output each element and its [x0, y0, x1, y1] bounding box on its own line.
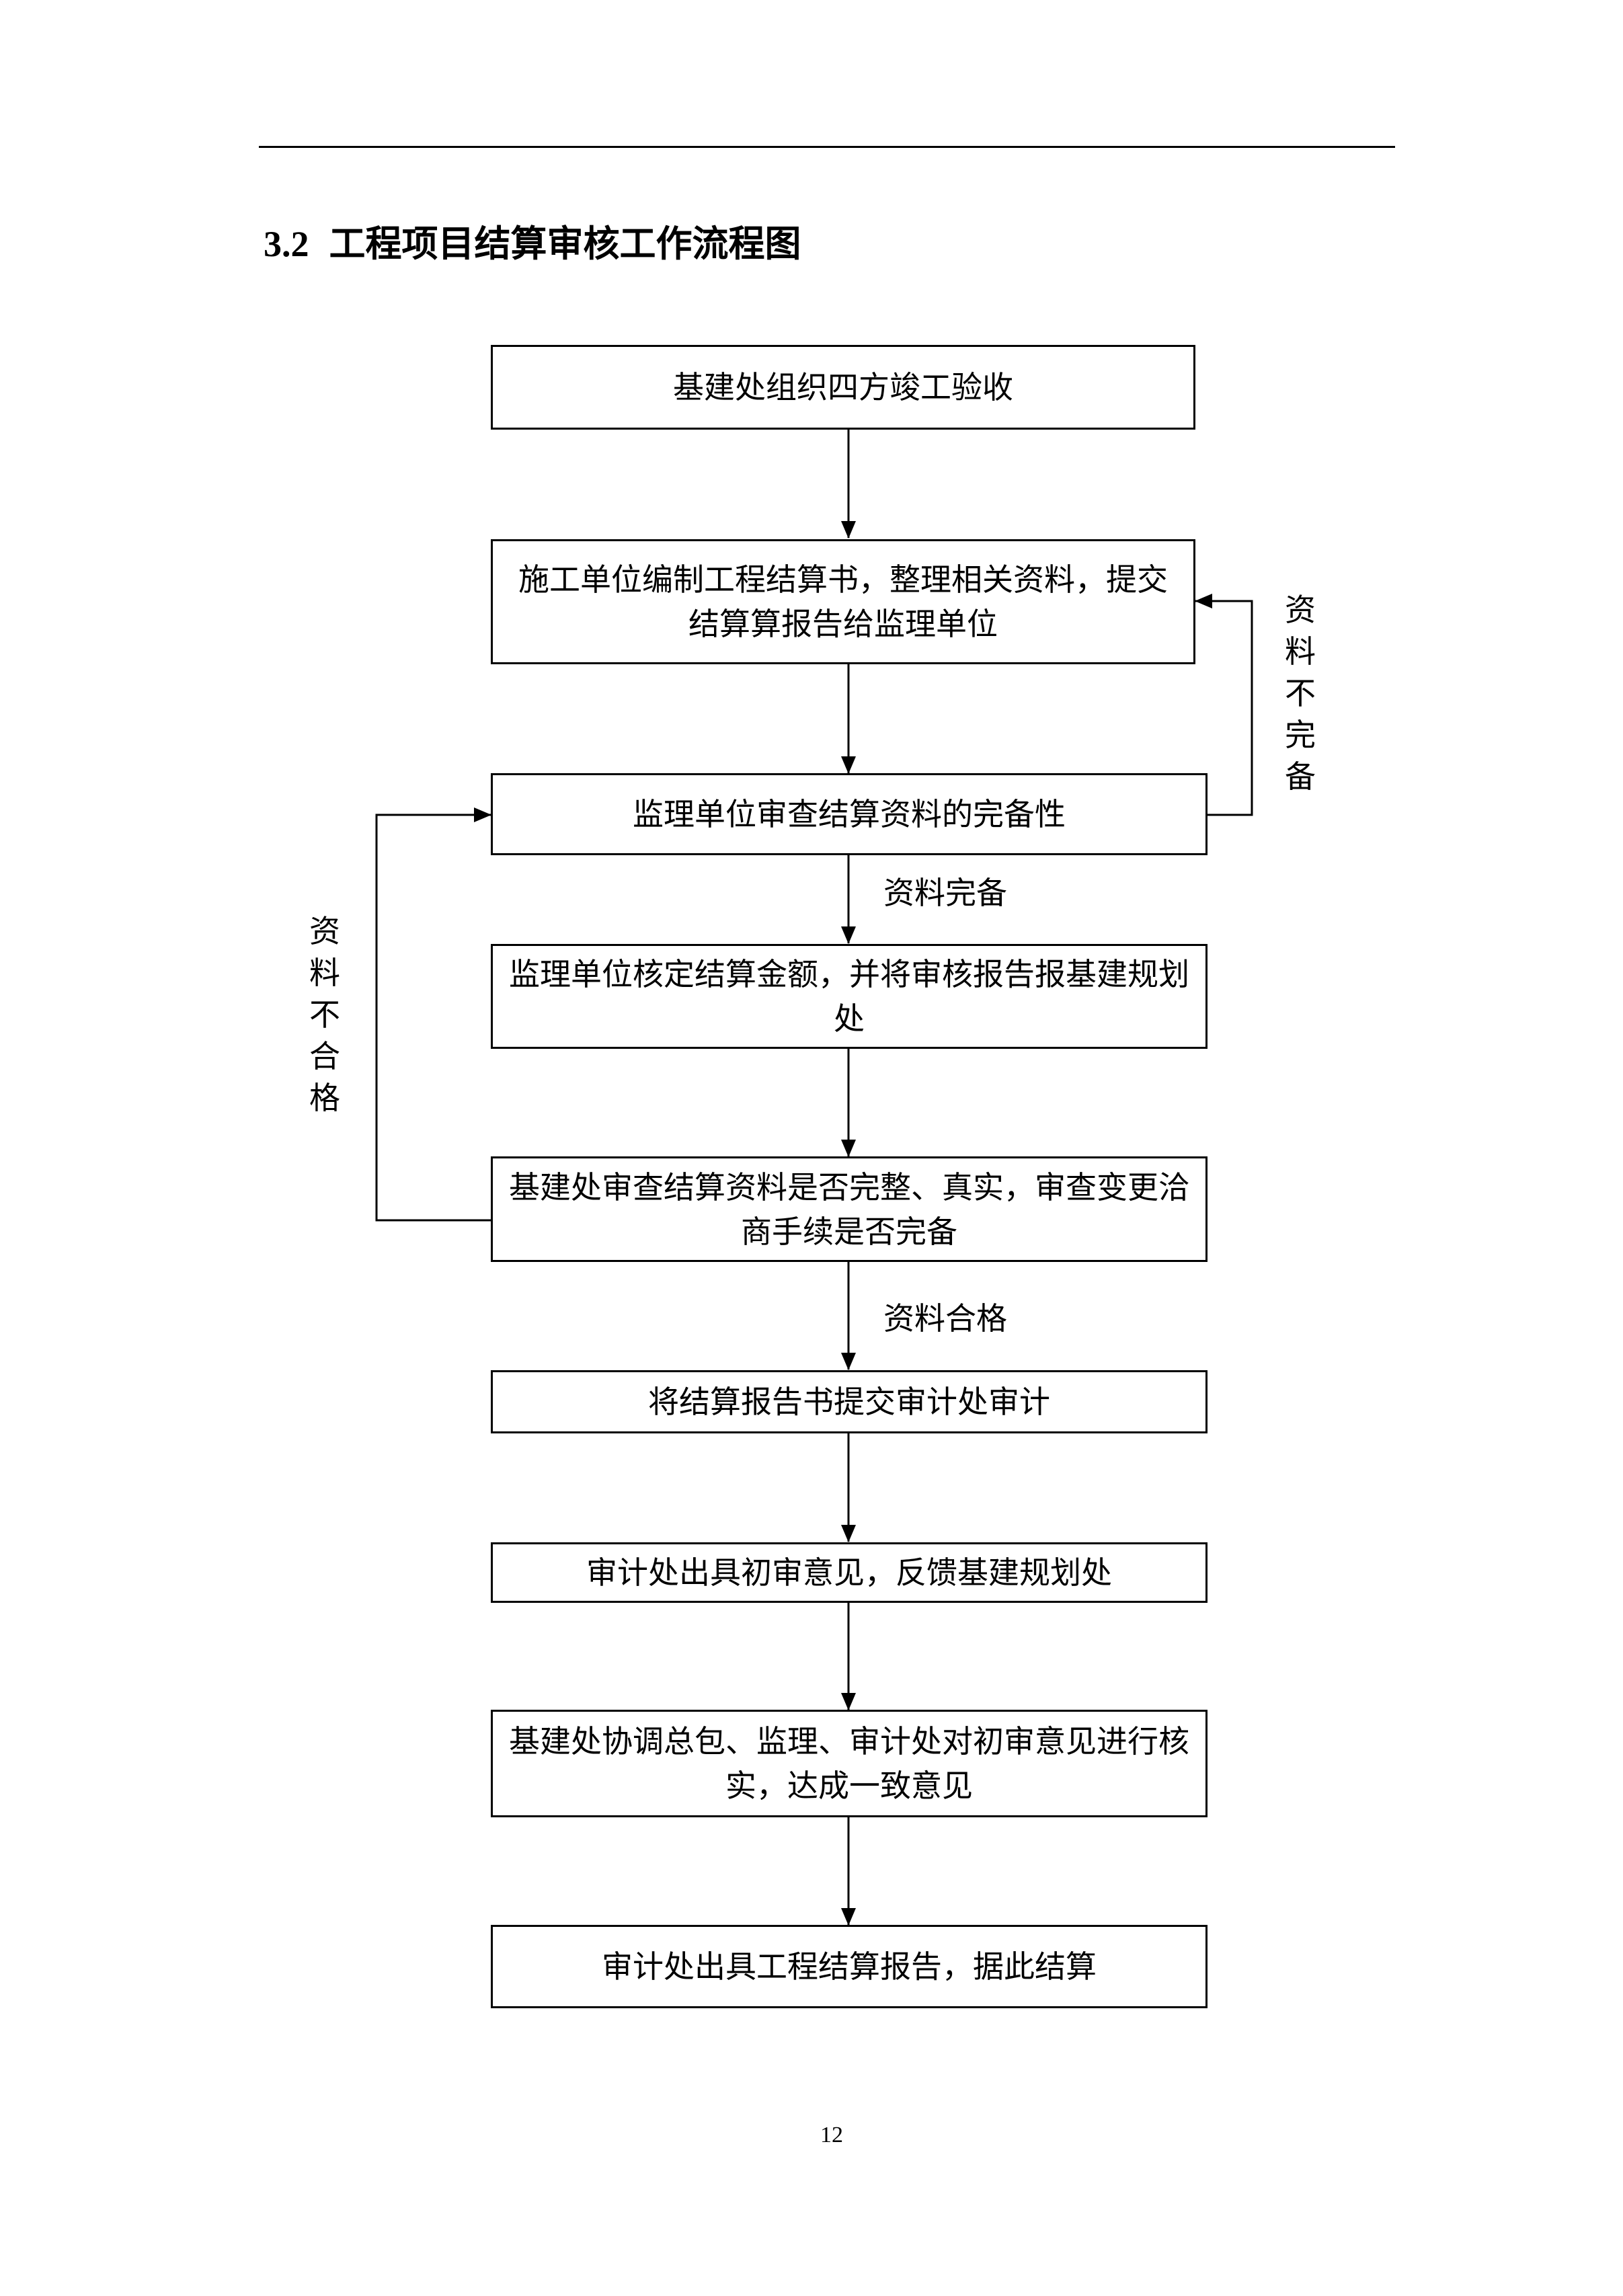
step-submit-audit: 将结算报告书提交审计处审计	[491, 1370, 1208, 1433]
page-number: 12	[820, 2123, 843, 2147]
section-heading: 3.2 工程项目结算审核工作流程图	[264, 214, 801, 267]
section-title: 工程项目结算审核工作流程图	[329, 223, 801, 265]
header-rule	[259, 146, 1395, 148]
step-review-documents: 基建处审查结算资料是否完整、真实，审查变更洽商手续是否完备	[491, 1156, 1208, 1262]
step-coordinate: 基建处协调总包、监理、审计处对初审意见进行核实，达成一致意见	[491, 1710, 1208, 1817]
step-verify-amount: 监理单位核定结算金额，并将审核报告报基建规划处	[491, 944, 1208, 1049]
step-acceptance: 基建处组织四方竣工验收	[491, 345, 1195, 430]
label-complete: 资料完备	[883, 875, 1007, 911]
label-unqualified: 资料不合格	[309, 913, 340, 1116]
step-preliminary-opinion: 审计处出具初审意见，反馈基建规划处	[491, 1542, 1208, 1603]
label-incomplete: 资料不完备	[1285, 592, 1316, 795]
loop-unqualified	[375, 807, 491, 1222]
loop-incomplete	[1195, 594, 1253, 816]
section-number: 3.2	[264, 224, 309, 264]
label-qualified: 资料合格	[883, 1300, 1007, 1337]
step-check-completeness: 监理单位审查结算资料的完备性	[491, 773, 1208, 855]
step-prepare-settlement: 施工单位编制工程结算书，整理相关资料，提交结算算报告给监理单位	[491, 539, 1195, 664]
step-final-report: 审计处出具工程结算报告，据此结算	[491, 1925, 1208, 2008]
